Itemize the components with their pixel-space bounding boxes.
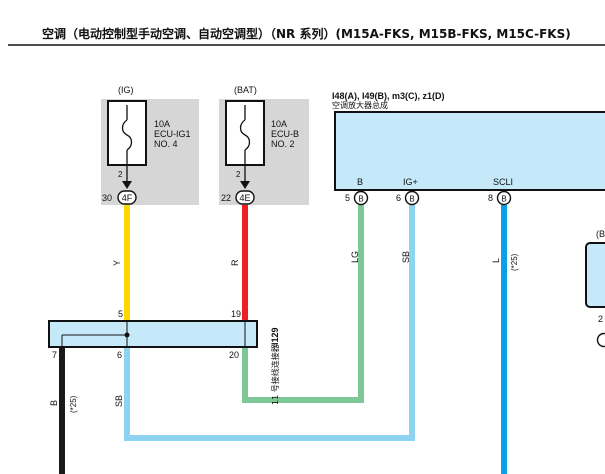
junction-pin-bottom-right: 20 xyxy=(229,350,239,360)
right-partial-connector xyxy=(596,332,605,348)
page-title: 空调（电动控制型手动空调、自动空调型）（NR 系列）(M15A-FKS, M15… xyxy=(42,26,571,41)
amp-pin-igplus-label: IG+ xyxy=(403,177,418,187)
amplifier-connectors: I48(A), I49(B), m3(C), z1(D) xyxy=(332,91,445,101)
wire-sb-bottom-label: SB xyxy=(114,395,124,407)
junction-pin-top-right: 19 xyxy=(231,309,241,319)
amplifier-box xyxy=(334,111,605,191)
fuse-bat-rating: 10A xyxy=(271,119,287,129)
amp-pin-8-connector xyxy=(496,190,512,206)
junction-pin-bottom-far-left: 7 xyxy=(52,350,57,360)
fuse-bat-number: NO. 2 xyxy=(271,139,295,149)
amp-pin-scli-label: SCLI xyxy=(493,177,513,187)
junction-name: 11 号接线连接器 xyxy=(270,344,280,405)
junction-pin-bottom-left: 6 xyxy=(117,350,122,360)
fuse-ig-pin-left: 30 xyxy=(102,193,112,203)
fuse-ig-element-icon xyxy=(121,119,133,151)
fuse-ig-supply-label: (IG) xyxy=(118,85,134,95)
wire-l-note: (*25) xyxy=(510,253,519,271)
amp-pin-8-number: 8 xyxy=(488,193,493,203)
right-partial-component: (B 2 xyxy=(585,229,605,348)
fuse-ig-connector-label: 4F xyxy=(122,193,133,203)
wire-lg xyxy=(242,205,364,403)
wire-l-label: L xyxy=(491,258,501,263)
amp-pin-6-number: 6 xyxy=(396,193,401,203)
fuse-ig-number: NO. 4 xyxy=(154,139,178,149)
fuse-bat-connector-badge xyxy=(235,190,255,205)
wire-black-label: B xyxy=(49,400,59,406)
amp-pin-b-label: B xyxy=(357,177,363,187)
fuse-bat-supply-label: (BAT) xyxy=(234,85,257,95)
fuse-bat-name: ECU-B xyxy=(271,129,299,139)
fuse-bat-element-icon xyxy=(239,119,251,151)
amp-pin-8-connector-label: B xyxy=(501,195,506,204)
amp-pin-5-connector xyxy=(353,190,369,206)
wire-black-note: (*25) xyxy=(69,395,78,413)
fuse-bat-pin-top: 2 xyxy=(236,170,241,179)
junction-connector: 5 19 7 6 20 I129 11 号接线连接器 xyxy=(48,309,280,405)
junction-box xyxy=(48,320,258,348)
fuse-ig-pin-top: 2 xyxy=(118,170,123,179)
wire-sb xyxy=(124,205,415,441)
junction-pin-top-left: 5 xyxy=(118,309,123,319)
fuse-ig-name: ECU-IG1 xyxy=(154,129,191,139)
fuse-ig-connector-badge xyxy=(117,190,137,205)
fuse-ig-rating: 10A xyxy=(154,119,170,129)
fuse-ig-arrow-icon xyxy=(122,181,132,189)
right-partial-pin: 2 xyxy=(598,314,603,324)
amp-pin-5-number: 5 xyxy=(345,193,350,203)
fuse-ecu-b: (BAT) 10A ECU-B NO. 2 2 22 4E xyxy=(219,85,309,205)
junction-id: I129 xyxy=(270,327,280,345)
amp-pin-5-connector-label: B xyxy=(358,195,363,204)
wire-red-label: R xyxy=(230,259,240,266)
right-partial-label: (B xyxy=(596,229,605,239)
fuse-bat-pin-left: 22 xyxy=(221,193,231,203)
ac-amplifier: I48(A), I49(B), m3(C), z1(D) 空调放大器总成 B I… xyxy=(332,91,605,206)
junction-node-dot xyxy=(124,332,130,338)
wire-yellow-label: Y xyxy=(112,260,122,266)
wire-sb-label: SB xyxy=(401,251,411,263)
fuse-bat-connector-label: 4E xyxy=(239,193,250,203)
fuse-ecu-ig1: (IG) 10A ECU-IG1 NO. 4 2 30 4F xyxy=(101,85,199,205)
right-partial-box xyxy=(585,242,605,308)
amplifier-name: 空调放大器总成 xyxy=(332,100,388,110)
fuse-bat-arrow-icon xyxy=(240,181,250,189)
wire-lg-label: LG xyxy=(350,251,360,263)
amp-pin-6-connector-label: B xyxy=(409,195,414,204)
amp-pin-6-connector xyxy=(404,190,420,206)
